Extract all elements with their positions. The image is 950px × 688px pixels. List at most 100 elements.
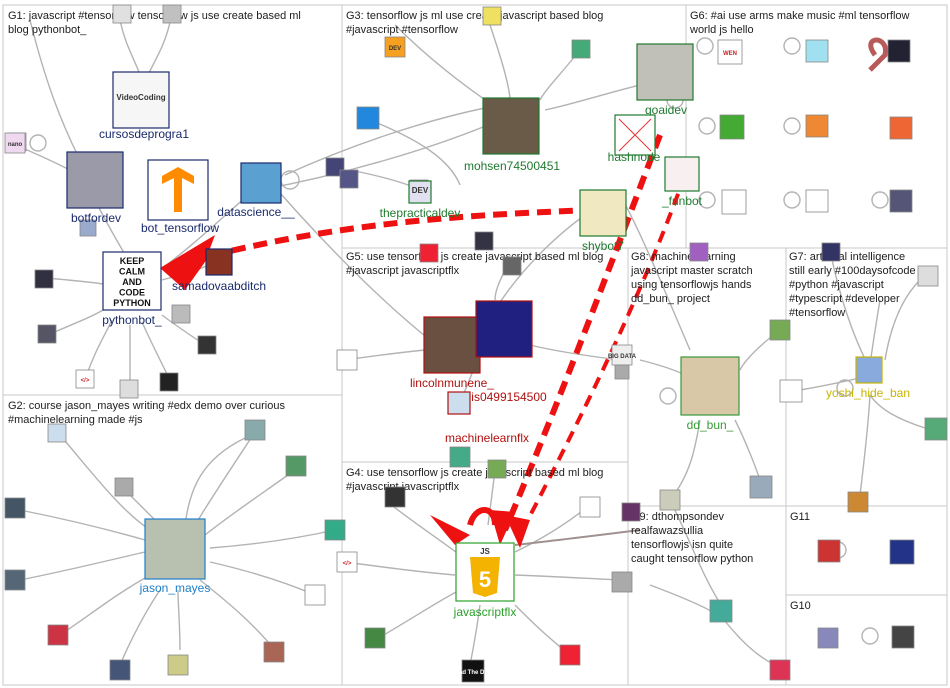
avatar-node[interactable] xyxy=(579,496,601,518)
node-label-mohsen74500451[interactable]: mohsen74500451 xyxy=(464,159,560,173)
node-label-pythonbot-[interactable]: pythonbot_ xyxy=(102,313,162,327)
avatar-node[interactable] xyxy=(717,39,743,65)
avatar-node[interactable] xyxy=(324,519,346,541)
avatar-node[interactable] xyxy=(4,497,26,519)
avatar-node[interactable] xyxy=(889,539,915,565)
avatar-node[interactable] xyxy=(891,625,915,649)
avatar-this0499154500[interactable] xyxy=(475,300,533,358)
avatar-node[interactable] xyxy=(621,502,641,522)
avatar-node[interactable] xyxy=(487,459,507,479)
node-label-machinelearnflx[interactable]: machinelearnflx xyxy=(445,431,529,445)
avatar-thepracticaldev[interactable] xyxy=(408,180,432,204)
avatar-node[interactable] xyxy=(37,324,57,344)
avatar-node[interactable] xyxy=(384,486,406,508)
avatar-botfordev[interactable] xyxy=(66,151,124,209)
avatar-node[interactable] xyxy=(4,569,26,591)
avatar-yoshi-hide-ban[interactable] xyxy=(855,356,883,384)
node-label-javascriptflx[interactable]: javascriptflx xyxy=(453,605,517,619)
avatar-node[interactable] xyxy=(47,624,69,646)
avatar-node[interactable] xyxy=(769,319,791,341)
avatar-node[interactable] xyxy=(167,654,189,676)
avatar-node[interactable] xyxy=(821,242,841,262)
avatar-node[interactable] xyxy=(364,627,386,649)
avatar-pythonbot-[interactable] xyxy=(102,251,162,311)
avatar-node[interactable] xyxy=(474,231,494,251)
avatar-node[interactable] xyxy=(719,114,745,140)
avatar-node[interactable] xyxy=(659,489,681,511)
avatar-node[interactable] xyxy=(4,132,26,154)
avatar-node[interactable] xyxy=(749,475,773,499)
avatar-node[interactable] xyxy=(805,39,829,63)
avatar-node[interactable] xyxy=(336,551,358,573)
avatar-node[interactable] xyxy=(325,157,345,177)
node-label-dd-bun-[interactable]: dd_bun_ xyxy=(687,418,734,432)
node-label-this0499154500[interactable]: this0499154500 xyxy=(461,390,547,404)
avatar-node[interactable] xyxy=(285,455,307,477)
avatar-machinelearnflx[interactable] xyxy=(447,391,471,415)
node-label-thepracticaldev[interactable]: thepracticaldev xyxy=(380,206,461,220)
node-label-goaidev[interactable]: goaidev xyxy=(645,103,687,117)
node-label-jason-mayes[interactable]: jason_mayes xyxy=(139,581,211,595)
avatar-cursosdeprogra1[interactable] xyxy=(112,71,170,129)
avatar-node[interactable] xyxy=(847,491,869,513)
avatar-datascience--[interactable] xyxy=(240,162,282,204)
avatar-node[interactable] xyxy=(502,256,522,276)
node-label-lincolnmunene-[interactable]: lincolnmunene_ xyxy=(410,376,494,390)
avatar-node[interactable] xyxy=(79,219,97,237)
avatar-node[interactable] xyxy=(482,6,502,26)
avatar-node[interactable] xyxy=(817,539,841,563)
avatar-node[interactable] xyxy=(244,419,266,441)
avatar-node[interactable] xyxy=(112,4,132,24)
avatar-node[interactable] xyxy=(119,379,139,399)
avatar-node[interactable] xyxy=(769,659,791,681)
avatar-node[interactable] xyxy=(197,335,217,355)
avatar-node[interactable] xyxy=(889,189,913,213)
avatar-node[interactable] xyxy=(924,417,948,441)
avatar-dd-bun-[interactable] xyxy=(680,356,740,416)
avatar-node[interactable] xyxy=(109,659,131,681)
avatar-node[interactable] xyxy=(419,243,439,263)
avatar-node[interactable] xyxy=(614,364,630,380)
avatar--funbot[interactable] xyxy=(664,156,700,192)
avatar-node[interactable] xyxy=(75,369,95,389)
avatar-node[interactable] xyxy=(171,304,191,324)
avatar-node[interactable] xyxy=(805,189,829,213)
avatar-node[interactable] xyxy=(263,641,285,663)
avatar-node[interactable] xyxy=(709,599,733,623)
node-label-samadovaabditch[interactable]: samadovaabditch xyxy=(172,279,266,293)
node-label-botfordev[interactable]: botfordev xyxy=(71,211,121,225)
avatar-shybot7[interactable] xyxy=(579,189,627,237)
avatar-node[interactable] xyxy=(356,106,380,130)
avatar-node[interactable] xyxy=(461,659,485,683)
avatar-node[interactable] xyxy=(887,39,911,63)
avatar-node[interactable] xyxy=(571,39,591,59)
avatar-node[interactable] xyxy=(805,114,829,138)
node-label-cursosdeprogra1[interactable]: cursosdeprogra1 xyxy=(99,127,189,141)
avatar-node[interactable] xyxy=(336,349,358,371)
avatar-node[interactable] xyxy=(34,269,54,289)
avatar-node[interactable] xyxy=(779,379,803,403)
avatar-node[interactable] xyxy=(47,423,67,443)
node-label--funbot[interactable]: _funbot xyxy=(661,194,703,208)
avatar-node[interactable] xyxy=(917,265,939,287)
avatar-node[interactable] xyxy=(559,644,581,666)
avatar-mohsen74500451[interactable] xyxy=(482,97,540,155)
avatar-node[interactable] xyxy=(611,571,633,593)
avatar-node[interactable] xyxy=(449,446,471,468)
node-label-bot-tensorflow[interactable]: bot_tensorflow xyxy=(141,221,219,235)
avatar-node[interactable] xyxy=(689,242,709,262)
avatar-node[interactable] xyxy=(339,169,359,189)
avatar-node[interactable] xyxy=(304,584,326,606)
avatar-jason-mayes[interactable] xyxy=(144,518,206,580)
avatar-node[interactable] xyxy=(384,36,406,58)
avatar-node[interactable] xyxy=(162,4,182,24)
node-label-yoshi-hide-ban[interactable]: yoshi_hide_ban xyxy=(826,386,910,400)
avatar-samadovaabditch[interactable] xyxy=(205,248,233,276)
avatar-node[interactable] xyxy=(159,372,179,392)
avatar-lincolnmunene-[interactable] xyxy=(423,316,481,374)
node-label-shybot7[interactable]: shybot7 xyxy=(582,239,624,253)
avatar-node[interactable] xyxy=(889,116,913,140)
node-label-hashnode[interactable]: hashnode xyxy=(608,150,661,164)
node-label-datascience--[interactable]: datascience__ xyxy=(217,205,295,219)
avatar-node[interactable] xyxy=(817,627,839,649)
